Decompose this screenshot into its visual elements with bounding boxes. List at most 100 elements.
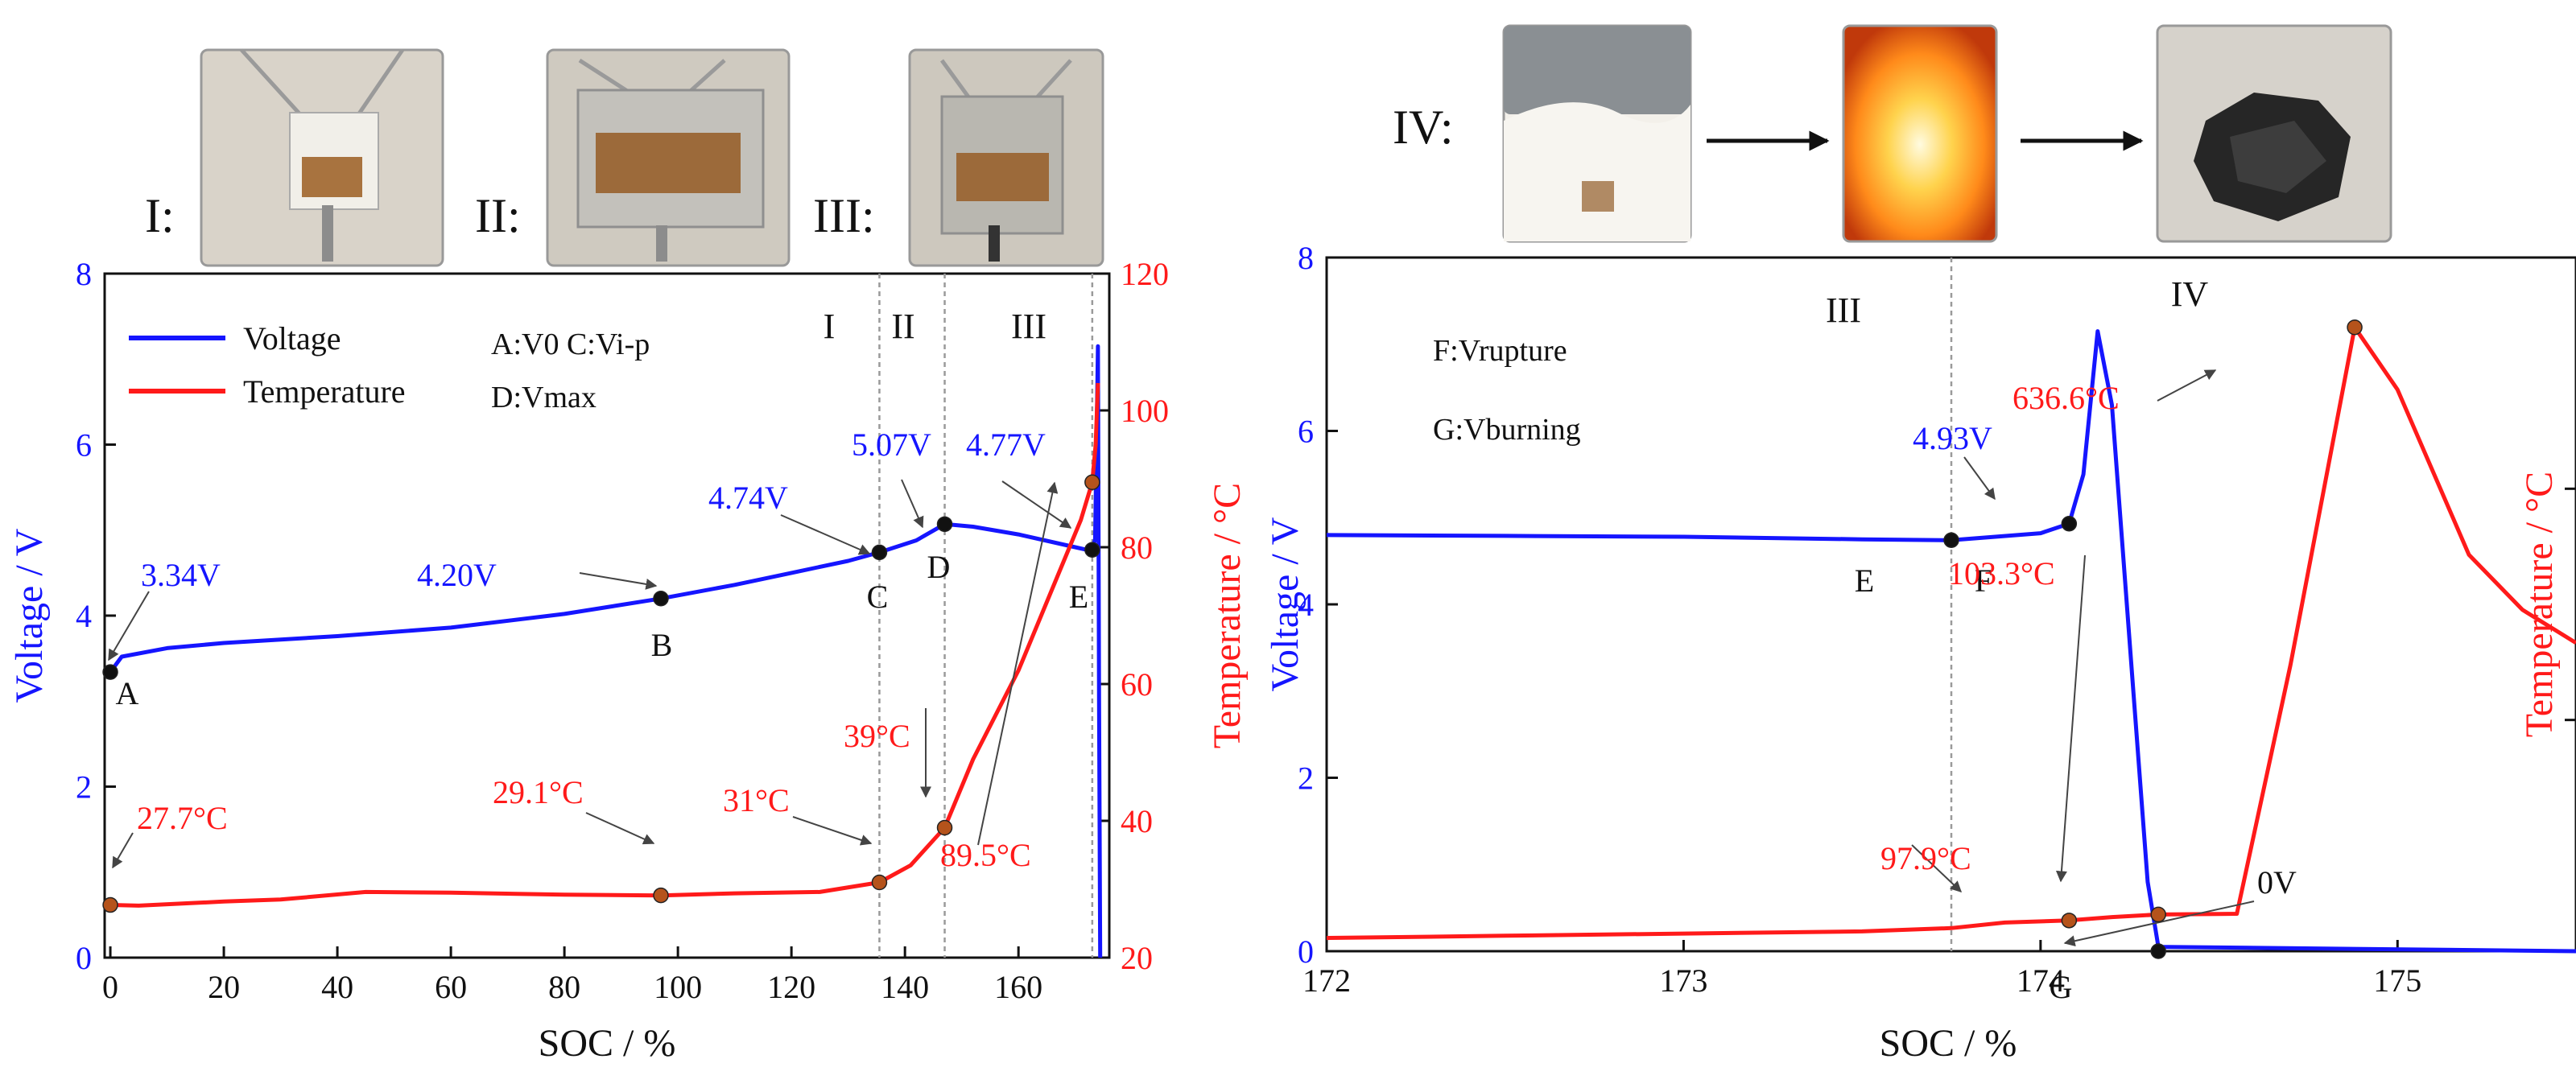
photo-label-I: I: bbox=[145, 189, 175, 242]
temp-label-31: 31°C bbox=[723, 782, 790, 818]
x-tick-label: 175 bbox=[2373, 962, 2421, 999]
y-tick-label: 4 bbox=[76, 598, 92, 634]
y-right-tick-label: 120 bbox=[1121, 256, 1169, 292]
temp-label-27-7: 27.7°C bbox=[137, 800, 228, 836]
value-label-A: 3.34V bbox=[141, 557, 221, 593]
x-tick-label: 173 bbox=[1659, 962, 1707, 999]
photo-stage-III bbox=[908, 48, 1104, 267]
y-tick-label: 8 bbox=[1298, 240, 1314, 276]
temp-label-97-9: 97.9°C bbox=[1880, 840, 1971, 876]
annotation-arrow bbox=[108, 591, 150, 661]
value-label-C: 4.74V bbox=[708, 480, 788, 516]
annotation-arrow bbox=[112, 832, 134, 869]
definitions-line-2: D:Vmax bbox=[491, 381, 597, 414]
marker-voltage bbox=[653, 591, 669, 607]
y-axis-left: 0 2 4 6 8 bbox=[1298, 240, 1338, 970]
point-label-C: C bbox=[867, 579, 889, 615]
annotation-arrow bbox=[2157, 369, 2217, 402]
y-right-tick-label: 40 bbox=[1121, 803, 1153, 839]
photo-stage-IV-fire bbox=[1842, 24, 1998, 243]
x-tick-label: 0 bbox=[102, 969, 118, 1005]
photo-stage-II bbox=[546, 48, 791, 267]
photo-label-III: III: bbox=[813, 189, 875, 242]
x-tick-label: 174 bbox=[2017, 962, 2065, 999]
marker-temperature bbox=[2061, 913, 2078, 929]
temp-label-89-5: 89.5°C bbox=[940, 837, 1031, 873]
y-tick-label: 0 bbox=[1298, 933, 1314, 970]
photo-label-IV: IV: bbox=[1393, 101, 1454, 154]
marker-temperature bbox=[871, 874, 888, 891]
y-tick-label: 2 bbox=[76, 769, 92, 806]
y-tick-label: 8 bbox=[76, 256, 92, 292]
definitions-line-2: G:Vburning bbox=[1433, 413, 1581, 447]
x-axis-title: SOC / % bbox=[539, 1022, 676, 1065]
annotation-arrow bbox=[2055, 554, 2086, 883]
annotation-arrow bbox=[1911, 844, 1963, 892]
series-line-temperature bbox=[110, 382, 1100, 908]
point-label-E: E bbox=[1069, 579, 1088, 615]
marker-temperature bbox=[102, 896, 118, 913]
data-markers bbox=[102, 474, 1100, 913]
photo-stage-I bbox=[200, 48, 444, 267]
legend-label-temperature: Temperature bbox=[243, 373, 406, 410]
stage-label-III: III bbox=[1826, 291, 1861, 330]
y-tick-label: 6 bbox=[1298, 414, 1314, 450]
marker-temperature bbox=[653, 887, 669, 904]
x-tick-label: 80 bbox=[548, 969, 580, 1005]
y-axis-title-right: Temperature / °C bbox=[2518, 472, 2561, 737]
y-right-tick-label: 60 bbox=[1121, 666, 1153, 703]
x-tick-label: 172 bbox=[1302, 962, 1351, 999]
stage-label-IV: IV bbox=[2171, 274, 2209, 314]
annotation-arrow bbox=[1001, 480, 1072, 529]
y-tick-label: 0 bbox=[76, 940, 92, 976]
annotation-arrow bbox=[792, 816, 873, 846]
annotation-arrows bbox=[108, 479, 1072, 869]
annotation-arrow bbox=[579, 572, 658, 590]
y-right-tick-label: 100 bbox=[1121, 393, 1169, 429]
x-tick-label: 100 bbox=[654, 969, 702, 1005]
y-axis-title-right: Temperature / °C bbox=[1206, 483, 1249, 748]
x-tick-label: 60 bbox=[435, 969, 467, 1005]
legend-label-voltage: Voltage bbox=[243, 320, 341, 356]
marker-voltage bbox=[2150, 943, 2166, 959]
photo-label-II: II: bbox=[475, 189, 521, 242]
point-label-G: G bbox=[2050, 969, 2073, 1005]
x-tick-label: 140 bbox=[881, 969, 929, 1005]
point-label-A: A bbox=[116, 675, 139, 711]
marker-voltage bbox=[102, 664, 118, 680]
x-tick-label: 160 bbox=[994, 969, 1042, 1005]
marker-temperature bbox=[2347, 319, 2363, 336]
point-label-E: E bbox=[1855, 563, 1874, 599]
stage-label-I: I bbox=[824, 307, 836, 346]
y-axis-right: 70280490700 bbox=[2565, 256, 2576, 953]
annotation-arrow bbox=[1963, 456, 1996, 501]
x-axis: 172 173 174 175 bbox=[1302, 940, 2421, 999]
marker-voltage bbox=[936, 516, 953, 533]
x-tick-label: 120 bbox=[767, 969, 815, 1005]
value-label-B: 4.20V bbox=[417, 557, 497, 593]
y-tick-label: 2 bbox=[1298, 760, 1314, 797]
stage-label-II: II bbox=[891, 307, 914, 346]
x-tick-label: 20 bbox=[208, 969, 240, 1005]
definitions-line-1: F:Vrupture bbox=[1433, 334, 1567, 368]
stage-label-III: III bbox=[1011, 307, 1046, 346]
definitions-line-1: A:V0 C:Vi-p bbox=[491, 328, 650, 361]
marker-temperature bbox=[2150, 906, 2166, 923]
marker-voltage bbox=[2061, 516, 2078, 532]
marker-voltage bbox=[1084, 542, 1100, 558]
y-tick-label: 4 bbox=[1298, 587, 1314, 623]
marker-temperature bbox=[936, 819, 953, 836]
y-right-tick-label: 80 bbox=[1121, 530, 1153, 566]
temp-label-39: 39°C bbox=[844, 718, 910, 754]
value-label-D: 5.07V bbox=[852, 427, 931, 463]
marker-voltage bbox=[871, 544, 888, 561]
y-axis-title-left: Voltage / V bbox=[8, 528, 51, 703]
point-label-F: F bbox=[1975, 563, 1992, 599]
photo-stage-IV-rupture bbox=[1502, 24, 1692, 243]
x-axis-title: SOC / % bbox=[1880, 1022, 2017, 1065]
